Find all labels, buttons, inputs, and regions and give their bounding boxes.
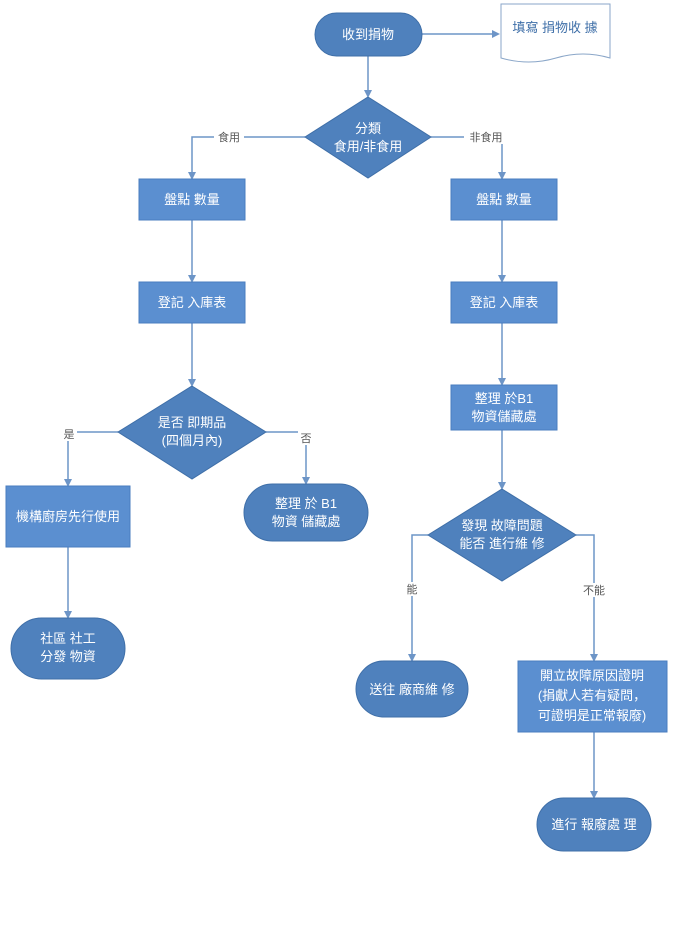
edge-label-cannot: 不能 <box>583 583 605 597</box>
node-classify-decision: 分類 食用/非食用 <box>304 96 432 179</box>
arrow-repair-cannot <box>576 534 598 662</box>
node-store-left: 整理 於 B1 物資 儲藏處 <box>243 483 369 542</box>
svg-text:登記 入庫表: 登記 入庫表 <box>158 295 227 310</box>
svg-text:(捐獻人若有疑問，: (捐獻人若有疑問， <box>538 688 646 703</box>
node-vendor: 送往 廠商維 修 <box>355 660 469 718</box>
edge-label-no: 否 <box>301 433 312 445</box>
node-expiry-decision: 是否 即期品 (四個月內) <box>117 385 267 480</box>
node-scrap: 進行 報廢處 理 <box>536 797 652 852</box>
edge-labels: 食用 非食用 是 否 能 不能 <box>61 130 608 597</box>
svg-text:填寫 捐物收 據: 填寫 捐物收 據 <box>512 20 597 35</box>
svg-text:收到捐物: 收到捐物 <box>342 27 394 42</box>
edge-label-yes: 是 <box>64 428 75 441</box>
node-count-left: 盤點 數量 <box>138 178 246 221</box>
arrow-classify-to-left <box>188 136 305 180</box>
svg-text:可證明是正常報廢): 可證明是正常報廢) <box>538 708 646 723</box>
svg-text:分發 物資: 分發 物資 <box>40 649 96 664</box>
svg-text:盤點 數量: 盤點 數量 <box>476 192 532 207</box>
svg-text:進行 報廢處 理: 進行 報廢處 理 <box>551 817 636 832</box>
svg-text:機構廚房先行使用: 機構廚房先行使用 <box>16 509 120 524</box>
svg-text:開立故障原因證明: 開立故障原因證明 <box>540 668 644 683</box>
svg-text:物資儲藏處: 物資儲藏處 <box>471 409 536 424</box>
svg-text:物資 儲藏處: 物資 儲藏處 <box>272 514 341 529</box>
edge-label-can: 能 <box>407 582 418 596</box>
node-register-right: 登記 入庫表 <box>450 281 558 324</box>
svg-text:整理 於 B1: 整理 於 B1 <box>275 496 337 511</box>
node-kitchen: 機構廚房先行使用 <box>5 485 131 548</box>
svg-text:盤點 數量: 盤點 數量 <box>164 192 220 207</box>
svg-text:送往 廠商維 修: 送往 廠商維 修 <box>369 682 454 697</box>
svg-text:分類: 分類 <box>355 121 381 136</box>
edge-label-food: 食用 <box>218 130 240 144</box>
node-start: 收到捐物 <box>314 12 423 57</box>
node-repair-decision: 發現 故障問題 能否 進行維 修 <box>427 488 577 582</box>
node-count-right: 盤點 數量 <box>450 178 558 221</box>
node-distribute: 社區 社工 分發 物資 <box>10 617 126 680</box>
svg-text:能否 進行維 修: 能否 進行維 修 <box>459 536 544 551</box>
node-register-left: 登記 入庫表 <box>138 281 246 324</box>
node-receipt-document: 填寫 捐物收 據 <box>500 3 611 63</box>
svg-text:(四個月內): (四個月內) <box>162 433 223 448</box>
svg-text:社區 社工: 社區 社工 <box>40 631 96 646</box>
connectors <box>64 30 598 799</box>
arrow-repair-can <box>408 534 428 662</box>
svg-text:是否 即期品: 是否 即期品 <box>158 415 227 430</box>
svg-text:登記 入庫表: 登記 入庫表 <box>470 295 539 310</box>
svg-text:食用/非食用: 食用/非食用 <box>334 139 403 154</box>
svg-text:發現 故障問題: 發現 故障問題 <box>461 518 543 533</box>
edge-label-nonfood: 非食用 <box>470 130 503 144</box>
svg-text:整理 於B1: 整理 於B1 <box>475 391 534 406</box>
node-store-right: 整理 於B1 物資儲藏處 <box>450 384 558 431</box>
node-proof: 開立故障原因證明 (捐獻人若有疑問， 可證明是正常報廢) <box>517 660 668 733</box>
